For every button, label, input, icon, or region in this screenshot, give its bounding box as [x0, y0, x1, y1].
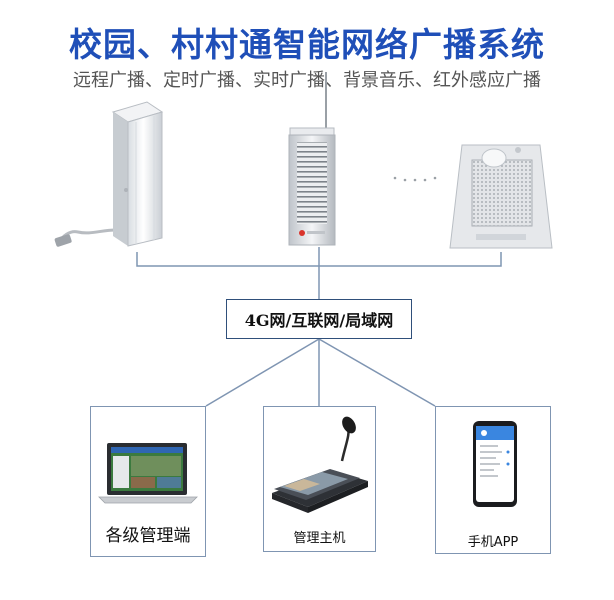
- page-title: 校园、村村通智能网络广播系统: [69, 25, 545, 64]
- outdoor-column-speaker-icon: [288, 72, 336, 246]
- device-label-app: 手机APP: [467, 535, 519, 550]
- column-speaker-icon: [54, 101, 164, 247]
- ellipsis-dots-icon: [393, 176, 437, 182]
- smartphone-icon: [473, 421, 517, 507]
- wall-speaker-icon: [449, 144, 553, 249]
- device-label-host: 管理主机: [293, 531, 346, 546]
- connector-lines: [136, 247, 502, 407]
- laptop-icon: [98, 443, 198, 504]
- network-box: 4G网/互联网/局域网: [226, 299, 412, 339]
- device-box-host: 管理主机: [263, 406, 376, 552]
- device-label-management-terminal: 各级管理端: [105, 526, 191, 546]
- device-box-management-terminal: 各级管理端: [90, 406, 206, 557]
- page-subtitle: 远程广播、定时广播、实时广播、背景音乐、红外感应广播: [73, 70, 541, 91]
- network-label: 4G网/互联网/局域网: [244, 311, 394, 330]
- device-box-app: 手机APP: [435, 406, 551, 554]
- control-console-icon: [272, 416, 368, 513]
